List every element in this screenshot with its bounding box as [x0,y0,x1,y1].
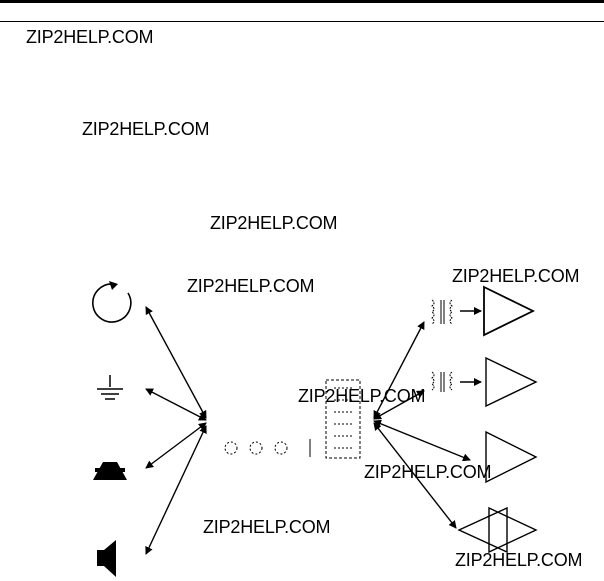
speaker-icon [97,540,116,577]
amplifier-icon [485,430,538,484]
watermark-text: ZIP2HELP.COM [452,266,580,286]
watermark-text: ZIP2HELP.COM [364,462,492,482]
right-connection-arrows [373,321,471,529]
header-rule [0,21,604,22]
top-rule [0,0,604,3]
telephone-icon [93,462,127,480]
watermark-text: ZIP2HELP.COM [210,213,338,233]
left-connection-arrows [145,306,207,555]
terminal-block-icon [325,379,361,459]
watermark-text: ZIP2HELP.COM [26,27,154,47]
watermark-text: ZIP2HELP.COM [82,119,210,139]
watermark-text: ZIP2HELP.COM [187,276,315,296]
watermark-text: ZIP2HELP.COM [298,386,426,406]
bidirectional-amplifier-icon [457,506,538,554]
watermark-text: ZIP2HELP.COM [203,517,331,537]
transformer-amplifier-icon [431,285,536,337]
watermark-text: ZIP2HELP.COM [455,550,583,570]
transformer-amplifier-icon [431,356,538,408]
dotted-circles-icon [224,439,311,457]
rotation-icon [92,281,132,323]
ground-icon [97,375,123,400]
